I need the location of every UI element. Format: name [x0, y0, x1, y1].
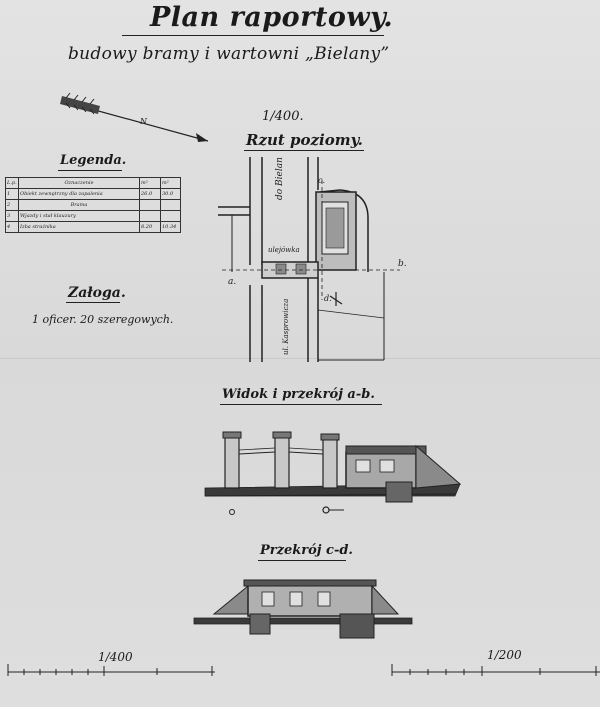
- legend-row: 2 Brama: [5, 199, 181, 211]
- cross-section-view: [193, 579, 413, 639]
- legend-row: 1 Obiekt zewnętrzny dla zapalenia 26.0 3…: [5, 188, 181, 200]
- svg-text:N: N: [139, 117, 148, 126]
- cross-section-heading: Przekrój c-d.: [260, 543, 353, 558]
- legend-cell: 4: [5, 221, 19, 233]
- legend-title: Legenda.: [60, 153, 127, 168]
- page-title: Plan raportowy.: [150, 2, 394, 33]
- garrison-title: Załoga.: [68, 285, 126, 301]
- point-c-label: c.: [318, 176, 326, 185]
- point-a-label: a.: [228, 277, 237, 287]
- legend-cell: 10.34: [160, 221, 181, 233]
- section-heading-underline: [258, 560, 346, 561]
- scale-bar-left: [7, 664, 215, 676]
- garrison-text: 1 oficer. 20 szeregowych.: [32, 313, 174, 326]
- gate-label: ulejówka: [268, 246, 300, 254]
- plan-heading: Rzut poziomy.: [246, 131, 363, 149]
- legend-table: L.p. Oznaczenie m² m² 1 Obiekt zewnętrzn…: [5, 177, 181, 233]
- elevation-view: [204, 431, 462, 515]
- paper-fold: [0, 358, 600, 359]
- plan-heading-underline: [244, 150, 364, 151]
- view-section-heading: Widok i przekrój a-b.: [222, 387, 375, 402]
- site-plan: [218, 157, 400, 362]
- scale-bar-right: [391, 664, 600, 676]
- point-d-label: d.: [324, 294, 332, 303]
- scale-label-right: 1/200: [487, 648, 522, 662]
- garrison-title-underline: [66, 302, 120, 303]
- plan-scale: 1/400.: [262, 109, 304, 124]
- legend-row: 4 Izba strażnika 8.20 10.34: [5, 221, 181, 233]
- view-heading-underline: [220, 404, 382, 405]
- page-subtitle: budowy bramy i wartowni „Bielany”: [68, 44, 390, 64]
- legend-row: 3 Wjazdy i stał klauzury: [5, 210, 181, 222]
- title-underline: [122, 35, 384, 36]
- legend-cell: 30.0: [160, 188, 181, 200]
- point-b-label: b.: [398, 259, 407, 269]
- north-arrow-icon: N: [60, 92, 209, 142]
- legend-title-underline: [58, 170, 122, 171]
- scale-label-left: 1/400: [98, 650, 133, 664]
